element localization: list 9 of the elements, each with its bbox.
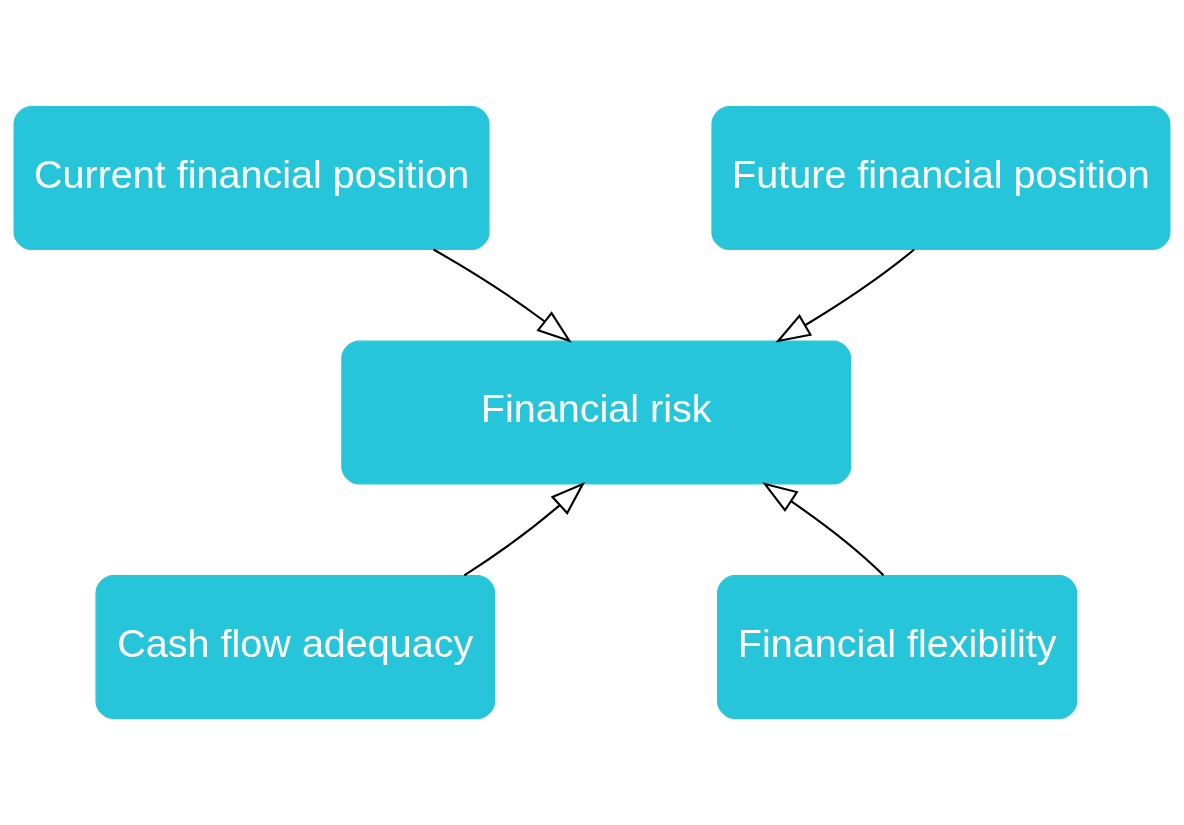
node-box: Current financial position xyxy=(13,105,490,251)
arrow xyxy=(433,248,572,343)
arrow xyxy=(762,482,885,577)
arrow xyxy=(463,481,586,577)
node-box: Financial risk xyxy=(341,340,852,485)
node-box: Financial flexibility xyxy=(717,574,1078,720)
node-box: Future financial position xyxy=(711,105,1171,251)
arrow xyxy=(775,248,915,343)
node-box: Cash flow adequacy xyxy=(95,574,496,720)
